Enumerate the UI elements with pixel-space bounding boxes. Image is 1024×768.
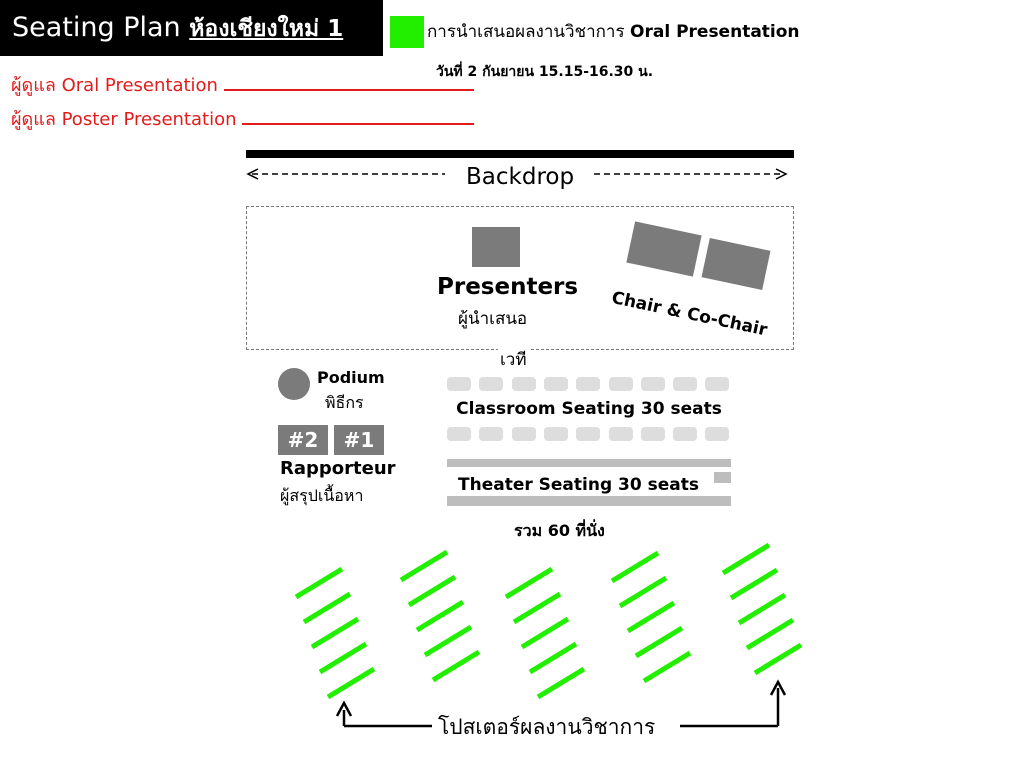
page-title: Seating Plan ห้องเชียงใหม่ 1	[0, 0, 383, 56]
poster-board	[721, 542, 771, 576]
classroom-seat	[543, 427, 568, 441]
classroom-seat	[511, 427, 536, 441]
supervisor-poster: ผู้ดูแล Poster Presentation	[11, 104, 475, 133]
rapporteur-seat-1: #1	[334, 425, 384, 455]
poster-board	[745, 617, 795, 651]
classroom-seat	[673, 427, 698, 441]
legend-text-th: การนำเสนอผลงานวิชาการ	[427, 22, 625, 42]
poster-board	[407, 574, 457, 608]
poster-board	[294, 566, 344, 600]
classroom-seat	[479, 427, 504, 441]
poster-board	[520, 616, 570, 650]
poster-board	[318, 641, 368, 675]
classroom-seat	[576, 427, 601, 441]
poster-area-label: โปสเตอร์ผลงานวิชาการ	[438, 715, 656, 739]
classroom-seat	[705, 377, 730, 391]
classroom-seat	[576, 377, 601, 391]
classroom-seat	[608, 427, 633, 441]
poster-board	[753, 642, 803, 676]
poster-board	[415, 599, 465, 633]
podium-marker	[278, 368, 310, 400]
classroom-seat	[640, 377, 665, 391]
poster-board	[626, 600, 676, 634]
backdrop-arrow-left	[246, 168, 445, 180]
rapporteur-label-th: ผู้สรุปเนื้อหา	[280, 486, 364, 505]
legend-text-en: Oral Presentation	[630, 22, 800, 42]
backdrop-bar	[246, 150, 794, 158]
poster-board	[536, 666, 586, 700]
legend-oral-swatch	[390, 16, 424, 48]
poster-board	[634, 625, 684, 659]
classroom-seat	[479, 377, 504, 391]
poster-board	[512, 591, 562, 625]
theater-row-back	[447, 496, 731, 506]
classroom-seat	[447, 377, 471, 391]
rapporteur-label: Rapporteur	[280, 458, 396, 479]
poster-board	[729, 567, 779, 601]
theater-row-front	[447, 459, 731, 467]
classroom-seat	[673, 377, 698, 391]
poster-board	[737, 592, 787, 626]
poster-board	[642, 650, 692, 684]
theater-seating-label: Theater Seating 30 seats	[458, 475, 699, 495]
supervisor-poster-label: ผู้ดูแล Poster Presentation	[11, 109, 237, 130]
backdrop-arrow-right	[594, 168, 788, 180]
classroom-seat	[511, 377, 536, 391]
classroom-seat	[705, 427, 730, 441]
session-date: วันที่ 2 กันยายน 15.15-16.30 น.	[436, 64, 654, 80]
poster-board	[302, 591, 352, 625]
poster-board	[618, 575, 668, 609]
supervisor-oral-label: ผู้ดูแล Oral Presentation	[11, 75, 218, 96]
presenters-label-th: ผู้นำเสนอ	[458, 309, 528, 329]
poster-board	[610, 550, 660, 584]
poster-board	[431, 649, 481, 683]
title-room: ห้องเชียงใหม่ 1	[189, 16, 344, 42]
supervisor-poster-blank	[242, 107, 475, 125]
classroom-seat	[543, 377, 568, 391]
supervisor-oral-blank	[223, 73, 474, 91]
legend-oral-text: การนำเสนอผลงานวิชาการ Oral Presentation	[427, 18, 800, 45]
poster-board	[423, 624, 473, 658]
poster-board	[504, 566, 554, 600]
classroom-seat	[447, 427, 471, 441]
poster-board	[326, 666, 376, 700]
theater-side-block	[714, 472, 731, 483]
supervisor-oral: ผู้ดูแล Oral Presentation	[11, 70, 474, 99]
classroom-seat	[640, 427, 665, 441]
backdrop-label: Backdrop	[466, 164, 575, 190]
presenter-table	[472, 227, 520, 267]
podium-label: Podium	[317, 368, 385, 387]
presenters-label: Presenters	[437, 274, 579, 300]
poster-arrow	[335, 679, 787, 728]
rapporteur-seat-2: #2	[278, 425, 328, 455]
classroom-seat	[608, 377, 633, 391]
poster-boards	[294, 542, 803, 700]
poster-board	[528, 641, 578, 675]
poster-board	[399, 549, 449, 583]
title-prefix: Seating Plan	[12, 12, 181, 43]
stage-label-th: เวที	[498, 346, 529, 373]
poster-board	[310, 616, 360, 650]
total-seats: รวม 60 ที่นั่ง	[514, 521, 605, 540]
podium-label-th: พิธีกร	[325, 393, 364, 412]
classroom-seating-label: Classroom Seating 30 seats	[448, 392, 730, 426]
